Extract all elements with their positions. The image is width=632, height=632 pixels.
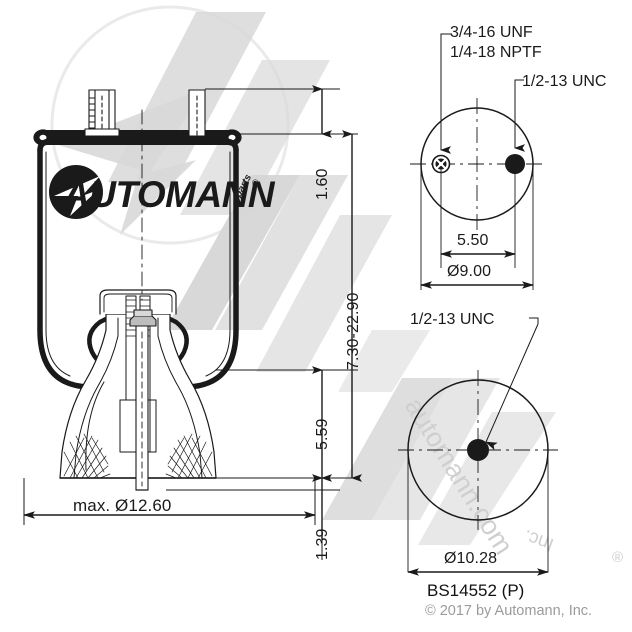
logo-registered-mark: ® [252, 178, 259, 188]
mounting-stud-hole [505, 154, 525, 174]
note-thread-c-bottom: 1/2-13 UNC [410, 311, 495, 328]
center-bolt [129, 309, 157, 491]
piston-rib [85, 381, 105, 471]
svg-text:®: ® [612, 549, 623, 566]
leader-elbow-a [440, 33, 452, 58]
copyright-label: © 2017 by Automann, Inc. [425, 603, 593, 619]
leader-elbow-c [514, 79, 524, 88]
note-thread-a: 3/4-16 UNF [450, 24, 533, 41]
note-thread-b: 1/4-18 NPTF [450, 44, 542, 61]
logo-emblem [49, 165, 103, 219]
leader-elbow-c-bottom [529, 317, 539, 324]
bellows-inner-left [45, 151, 71, 377]
center-mounting-hole [467, 439, 489, 461]
piston-hatch-left [63, 433, 111, 479]
note-thread-c-top: 1/2-13 UNC [522, 73, 607, 90]
left-stud [84, 89, 120, 137]
watermark-chevrons-right [322, 330, 556, 545]
logo-wordmark: AUTOMANN [62, 174, 276, 215]
piston-hatch-right [165, 433, 213, 479]
bellows-inner-right [205, 151, 231, 377]
dim-text-10-28: Ø10.28 [444, 550, 498, 567]
piston-cap [99, 289, 177, 315]
right-stud [188, 89, 206, 137]
bellows-top-edge [37, 138, 239, 153]
dim-text-max-diameter: max. Ø12.60 [73, 496, 172, 515]
leader-thread-c-bottom [485, 323, 539, 451]
dim-text-5-50: 5.50 [457, 232, 489, 249]
part-number-label: BS14552 (P) [427, 581, 525, 600]
dim-text-9-00: Ø9.00 [447, 263, 492, 280]
